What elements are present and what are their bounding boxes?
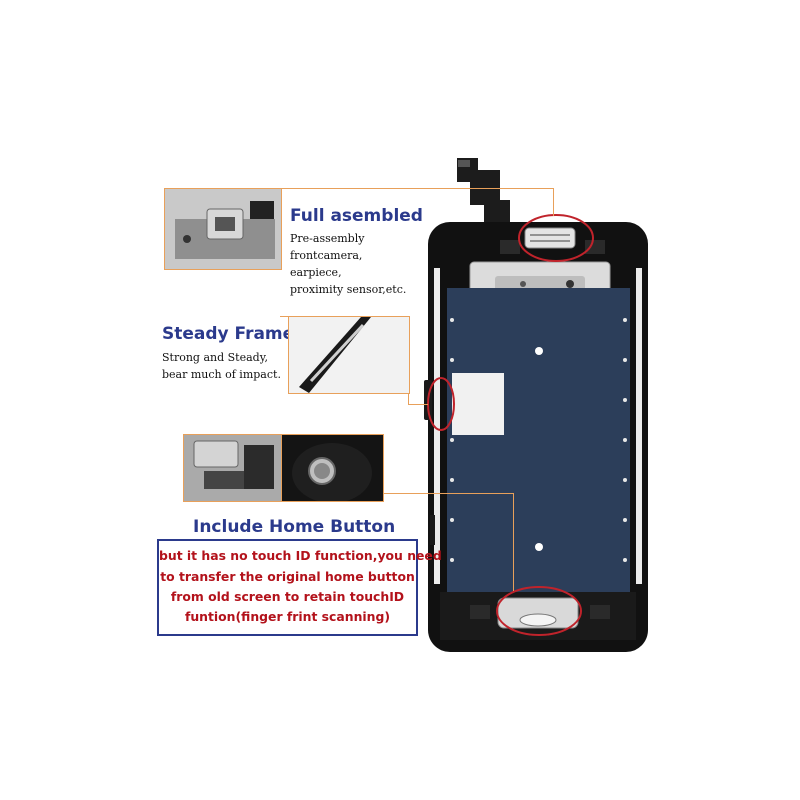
frame-photo bbox=[288, 316, 410, 394]
home-button-highlight-circle bbox=[496, 586, 582, 636]
frame-title: Steady Frame bbox=[162, 324, 295, 344]
assembled-photo bbox=[164, 188, 282, 270]
shield-label bbox=[452, 373, 504, 435]
earpiece-speaker bbox=[524, 227, 576, 249]
warning-line-2: to transfer the original home button bbox=[160, 569, 415, 584]
leader-line-home-drop bbox=[513, 493, 514, 591]
front-camera-flex-cable bbox=[457, 158, 510, 232]
warning-line-1: but it has no touch ID function,you need bbox=[159, 548, 442, 563]
frame-line-2: bear much of impact. bbox=[162, 368, 281, 381]
warning-line-3: from old screen to retain touchID bbox=[170, 589, 405, 604]
frame-highlight-circle bbox=[427, 377, 455, 431]
assembled-line-3: earpiece, bbox=[290, 266, 342, 279]
home-button-photo bbox=[281, 434, 384, 502]
frame-desc: Strong and Steady, bear much of impact. bbox=[162, 349, 281, 383]
flex-connector bbox=[458, 160, 470, 167]
leader-line-home-link bbox=[382, 493, 513, 494]
leader-line-assembled-drop bbox=[553, 188, 554, 216]
assembled-title: Full asembled bbox=[290, 206, 423, 226]
assembled-line-2: frontcamera, bbox=[290, 249, 363, 262]
leader-line-assembled bbox=[280, 188, 554, 189]
warning-line-4: funtion(finger frint scanning) bbox=[184, 609, 391, 624]
assembled-line-4: proximity sensor,etc. bbox=[290, 283, 407, 296]
assembled-desc: Pre-assembly frontcamera, earpiece, prox… bbox=[290, 230, 406, 298]
assembled-line-1: Pre-assembly bbox=[290, 232, 365, 245]
frame-line-1: Strong and Steady, bbox=[162, 351, 268, 364]
home-warning-box: but it has no touch ID function,you need… bbox=[157, 539, 442, 636]
home-bracket-photo bbox=[183, 434, 283, 502]
leader-line-frame-tie bbox=[408, 404, 428, 405]
lcd-shield-plate bbox=[447, 288, 630, 592]
earpiece-highlight-circle bbox=[518, 214, 594, 262]
home-title: Include Home Button bbox=[193, 517, 396, 537]
